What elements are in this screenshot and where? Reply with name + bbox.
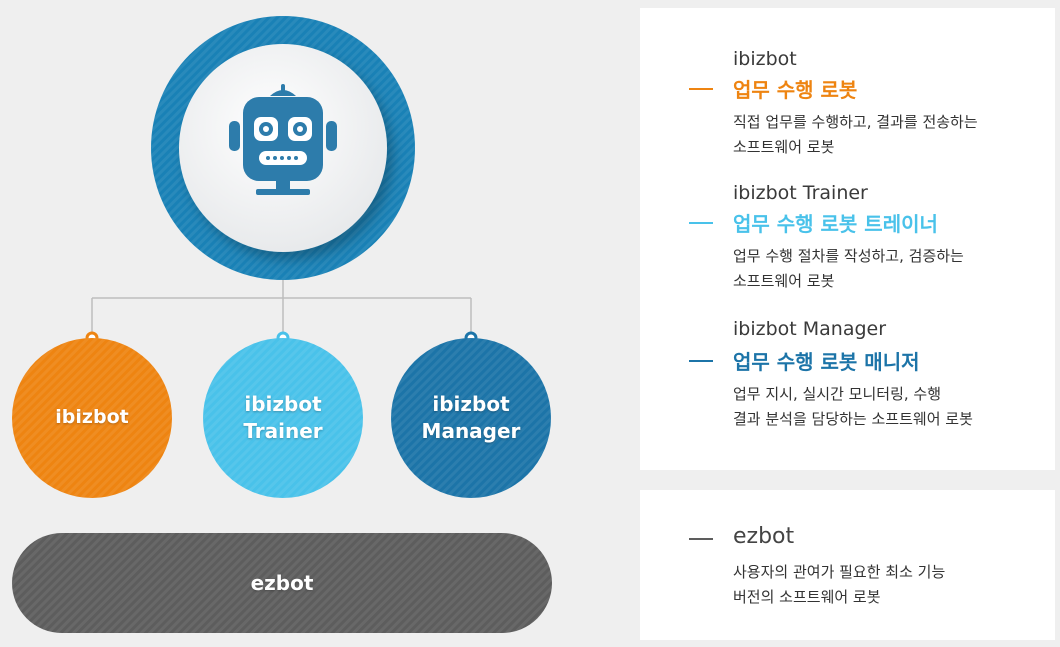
node-manager-label: ibizbot Manager <box>391 391 551 445</box>
legend-desc-manager: 업무 지시, 실시간 모니터링, 수행 결과 분석을 담당하는 소프트웨어 로봇 <box>733 382 973 432</box>
node-manager-shape <box>391 338 551 498</box>
node-trainer-line-2: Trainer <box>243 419 323 443</box>
legend-name-trainer: ibizbot Trainer <box>733 182 868 204</box>
legend-name-ezbot: ezbot <box>733 524 795 549</box>
legend-dash-manager <box>689 360 713 362</box>
legend-desc-ibizbot-line-2: 소프트웨어 로봇 <box>733 138 835 156</box>
node-ibizbot-label: ibizbot <box>12 404 172 431</box>
node-trainer-shape <box>203 338 363 498</box>
legend-desc-manager-line-2: 결과 분석을 담당하는 소프트웨어 로봇 <box>733 410 973 428</box>
robot-icon <box>229 84 337 195</box>
node-ezbot-line-1: ezbot <box>250 571 314 595</box>
legend-desc-trainer-line-2: 소프트웨어 로봇 <box>733 272 835 290</box>
legend-panel-ezbot: ezbot 사용자의 관여가 필요한 최소 기능 버전의 소프트웨어 로봇 <box>640 490 1055 640</box>
legend-desc-manager-line-1: 업무 지시, 실시간 모니터링, 수행 <box>733 385 942 403</box>
legend-desc-ibizbot-line-1: 직접 업무를 수행하고, 결과를 전송하는 <box>733 113 978 131</box>
legend-desc-ezbot-line-2: 버전의 소프트웨어 로봇 <box>733 588 881 606</box>
top-node <box>151 16 415 280</box>
node-trainer-line-1: ibizbot <box>244 392 322 416</box>
legend-name-manager: ibizbot Manager <box>733 318 887 340</box>
node-ezbot-shape <box>12 533 552 633</box>
diagram-graphics <box>12 16 552 633</box>
connector-lines <box>91 270 472 336</box>
legend-desc-trainer-line-1: 업무 수행 절차를 작성하고, 검증하는 <box>733 247 964 265</box>
node-ibizbot-shape <box>12 338 172 498</box>
node-ibizbot-line-1: ibizbot <box>55 406 129 428</box>
legend-subtitle-trainer: 업무 수행 로봇 트레이너 <box>733 212 938 236</box>
legend-dash-ezbot <box>689 538 713 540</box>
legend-dash-trainer <box>689 222 713 224</box>
legend-desc-trainer: 업무 수행 절차를 작성하고, 검증하는 소프트웨어 로봇 <box>733 244 964 294</box>
legend-dash-ibizbot <box>689 88 713 90</box>
legend-subtitle-manager: 업무 수행 로봇 매니저 <box>733 350 920 374</box>
legend-desc-ezbot: 사용자의 관여가 필요한 최소 기능 버전의 소프트웨어 로봇 <box>733 560 945 610</box>
node-ezbot-label: ezbot <box>12 570 552 597</box>
node-trainer-label: ibizbot Trainer <box>203 391 363 445</box>
legend-desc-ezbot-line-1: 사용자의 관여가 필요한 최소 기능 <box>733 563 946 581</box>
legend-subtitle-ibizbot: 업무 수행 로봇 <box>733 78 858 102</box>
legend-panel-ibizbot: ibizbot 업무 수행 로봇 직접 업무를 수행하고, 결과를 전송하는 소… <box>640 8 1055 470</box>
node-manager-line-1: ibizbot <box>432 392 510 416</box>
node-manager-line-2: Manager <box>421 419 521 443</box>
legend-desc-ibizbot: 직접 업무를 수행하고, 결과를 전송하는 소프트웨어 로봇 <box>733 110 978 160</box>
legend-name-ibizbot: ibizbot <box>733 48 797 70</box>
